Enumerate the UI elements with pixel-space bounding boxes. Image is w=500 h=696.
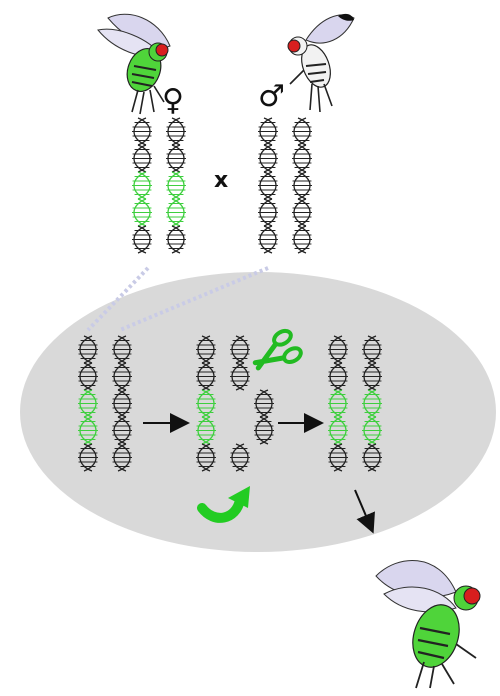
nucleus-stage2-fragment-top <box>230 335 250 391</box>
male-chromosome-1 <box>258 117 278 254</box>
curved-arrow-icon <box>197 486 250 523</box>
male-symbol-icon: ♂ <box>258 79 285 114</box>
nucleus-stage1-chromosome-1 <box>78 335 98 472</box>
nucleus-stage2-chromosome-1 <box>196 335 216 472</box>
female-chromosome-1 <box>132 117 152 254</box>
zoom-link-left <box>86 266 150 332</box>
cross-symbol: x <box>214 168 228 193</box>
nucleus-stage2-fragment-bottom <box>230 443 250 472</box>
scissors-icon <box>252 328 303 371</box>
dna-helices <box>78 117 382 472</box>
zoom-link-right <box>119 266 269 332</box>
female-chromosome-2 <box>166 117 186 254</box>
nucleus-stage3-chromosome-2 <box>362 335 382 472</box>
male-chromosome-2 <box>292 117 312 254</box>
nucleus-stage2-fragment-middle <box>254 389 274 445</box>
nucleus-stage3-chromosome-1 <box>328 335 348 472</box>
female-fruit-fly-icon <box>97 13 171 115</box>
male-fruit-fly-icon <box>287 13 355 113</box>
arrow-to-offspring <box>354 489 375 534</box>
offspring-fruit-fly-icon <box>375 559 481 689</box>
nucleus-stage1-chromosome-2 <box>112 335 132 472</box>
female-symbol-icon: ♀ <box>162 83 184 118</box>
